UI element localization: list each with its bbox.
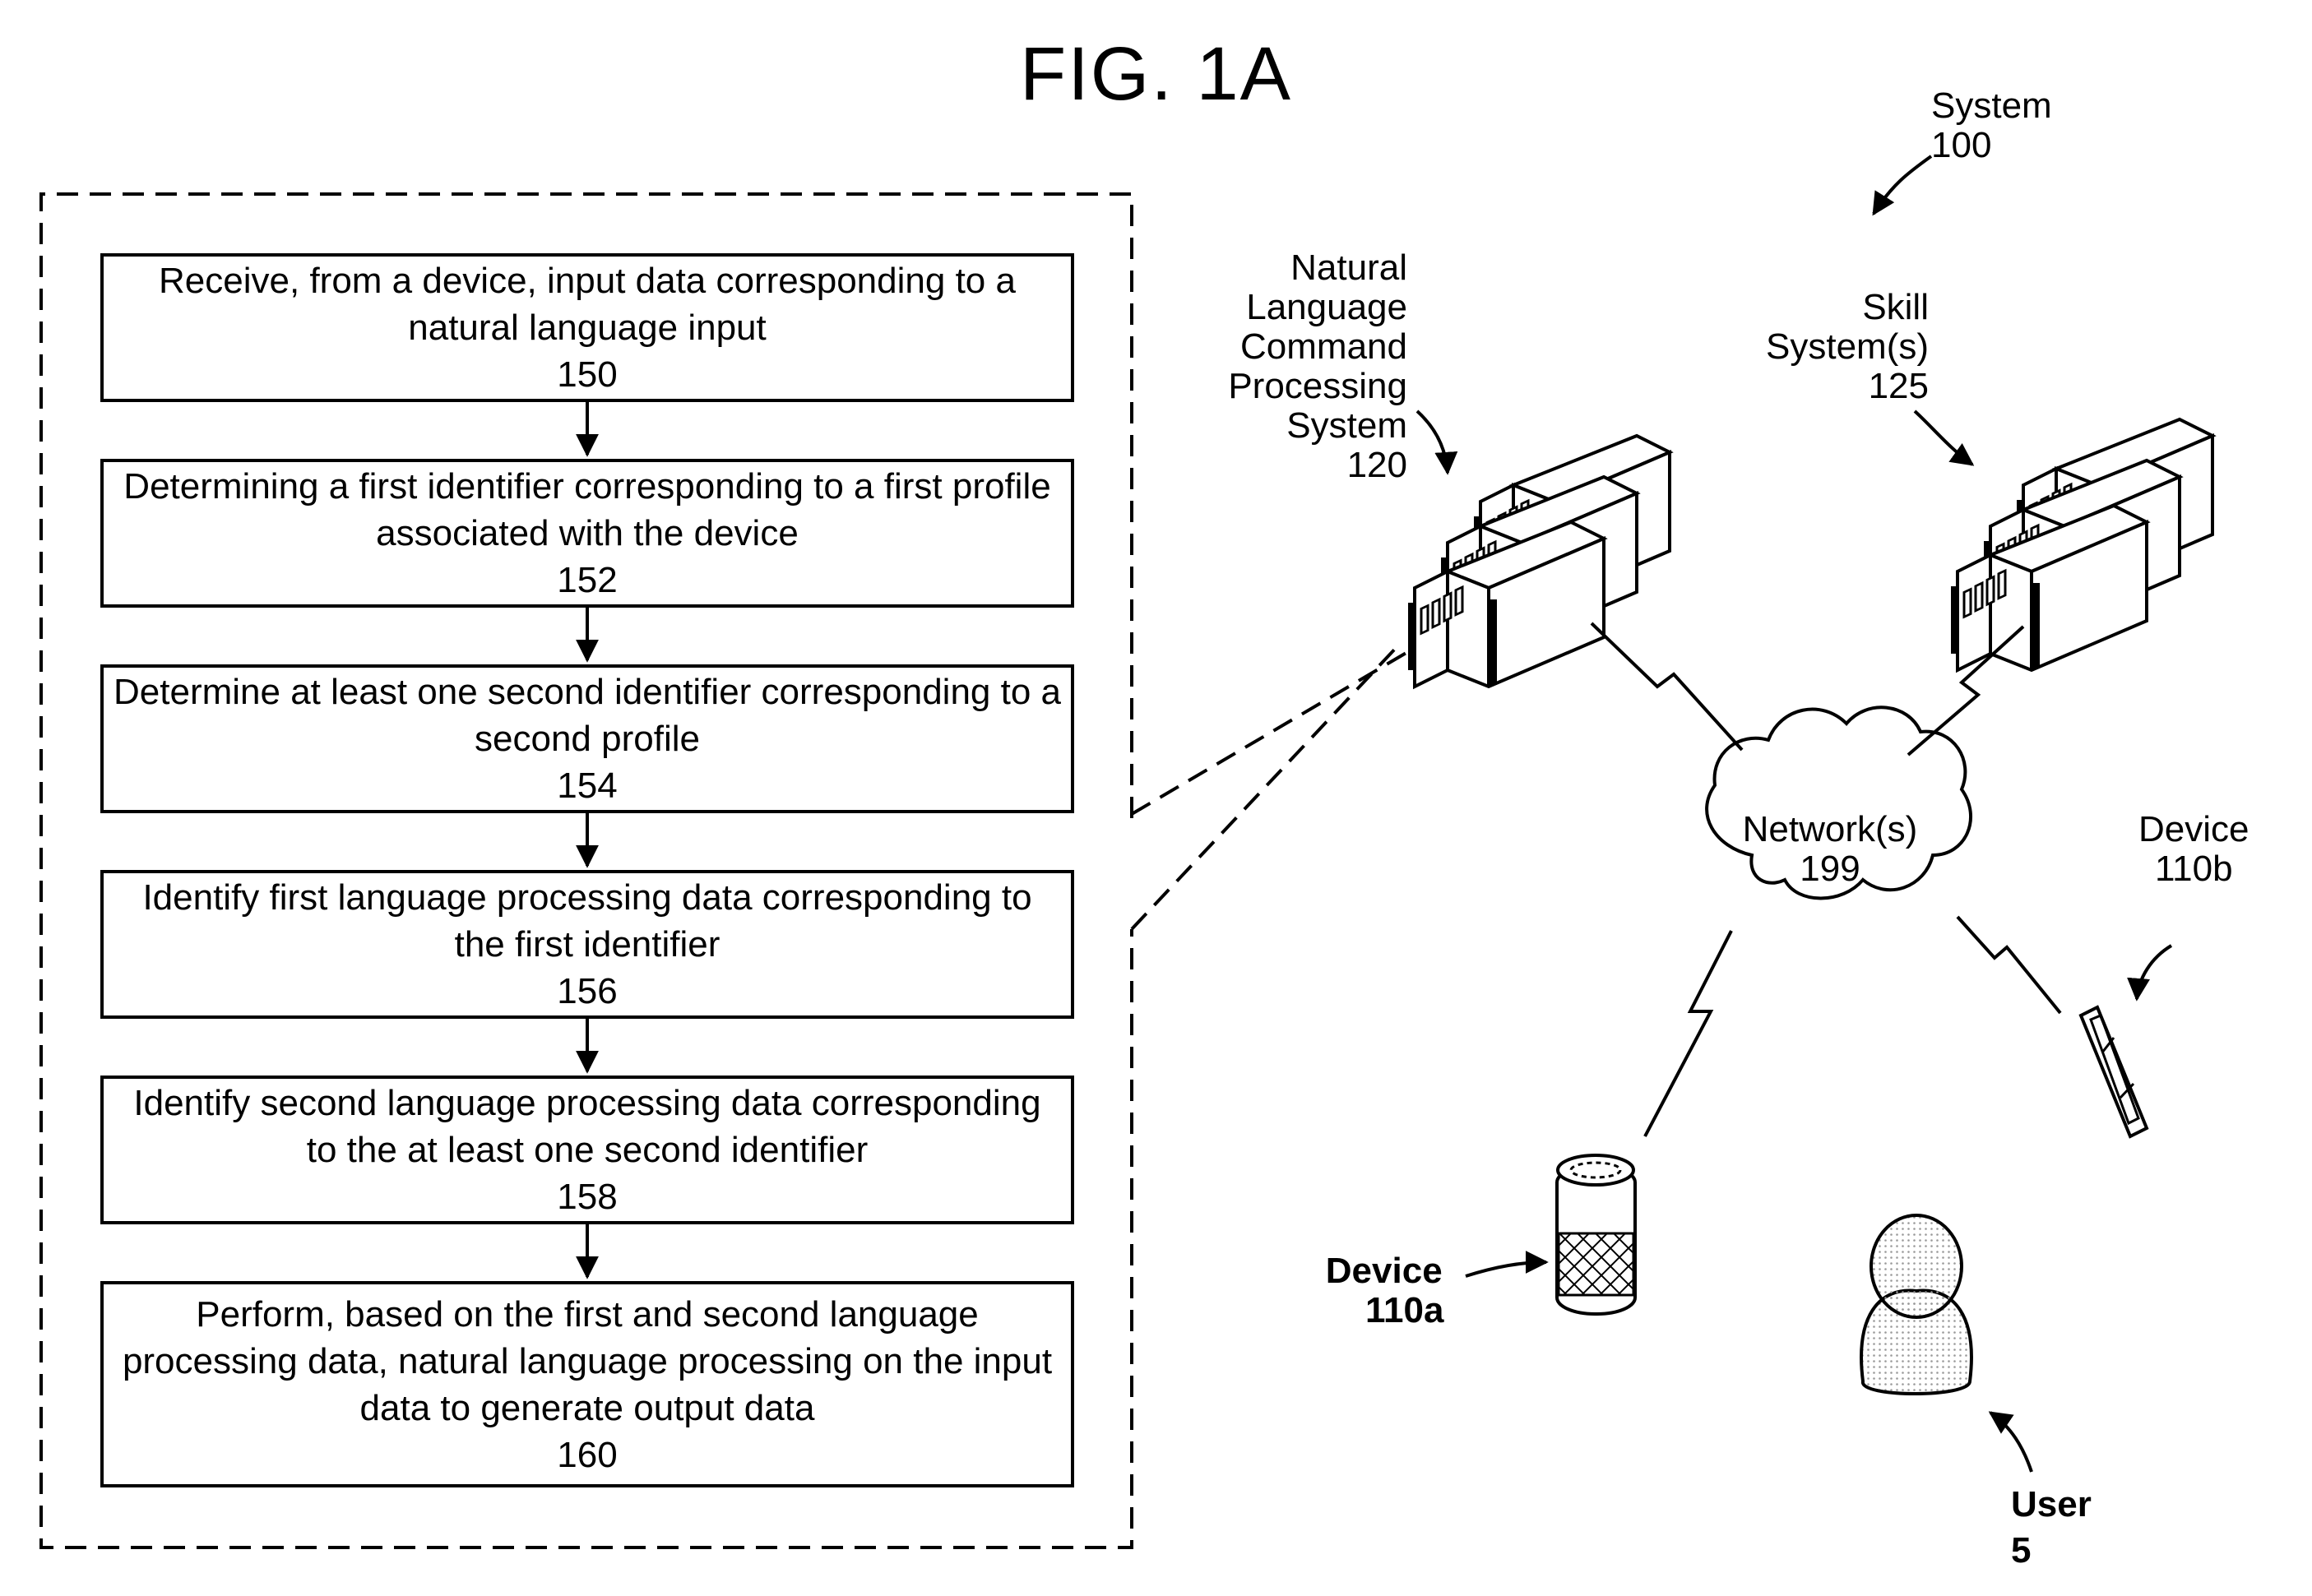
step-158-text: Identify second language processing data… [133, 1083, 1041, 1170]
skill-system-label: Skill System(s) 125 [1766, 287, 1929, 406]
device-110b-arrow [2127, 944, 2173, 1002]
system-arrow [1872, 155, 1933, 216]
skill-server-stack-icon [1954, 419, 2212, 670]
step-156-box: Identify first language processing data … [100, 870, 1074, 1019]
step-160-number: 160 [557, 1434, 618, 1475]
step-156-text: Identify first language processing data … [142, 877, 1032, 965]
figure-title: FIG. 1A [1020, 32, 1292, 116]
flowchart-dashed-boundary [39, 192, 1133, 1549]
step-154-text: Determine at least one second identifier… [114, 672, 1062, 759]
nlp-system-arrow [1415, 409, 1458, 475]
step-150-text: Receive, from a device, input data corre… [159, 261, 1016, 348]
device-110b-tablet-icon [2078, 1005, 2149, 1139]
network-label: Network(s) 199 [1742, 809, 1918, 889]
step-152-number: 152 [557, 560, 618, 600]
step-150-number: 150 [557, 354, 618, 395]
step-154-number: 154 [557, 766, 618, 806]
nlp-system-label: Natural Language Command Processing Syst… [1228, 247, 1407, 485]
step-158-box: Identify second language processing data… [100, 1076, 1074, 1224]
step-158-number: 158 [557, 1177, 618, 1217]
system-label: System 100 [1931, 86, 2052, 165]
step-156-number: 156 [557, 971, 618, 1011]
step-154-box: Determine at least one second identifier… [100, 664, 1074, 813]
nlp-server-stack-icon [1411, 436, 1670, 687]
network-cloud-icon [1705, 705, 1972, 900]
device-110a-speaker-icon [1555, 1154, 1637, 1316]
device-110a-arrow [1465, 1251, 1549, 1278]
step-150-box: Receive, from a device, input data corre… [100, 253, 1074, 402]
skill-system-arrow [1913, 409, 1975, 466]
device-110a-label: Device 110a [1325, 1251, 1444, 1330]
user-arrow [1988, 1411, 2033, 1473]
step-152-box: Determining a first identifier correspon… [100, 459, 1074, 608]
dashed-connector-upper [1130, 636, 1434, 816]
link-network-device-a [1643, 930, 1733, 1137]
step-160-text: Perform, based on the first and second l… [122, 1293, 1053, 1428]
user-person-icon [1860, 1214, 1973, 1395]
network-links [1590, 622, 2062, 1137]
link-skill-network [1907, 625, 2025, 756]
user-label: User 5 [2011, 1484, 2092, 1571]
dashed-connector-lower [1130, 644, 1400, 931]
link-nlp-network [1590, 622, 1744, 752]
step-160-box: Perform, based on the first and second l… [100, 1281, 1074, 1487]
step-152-text: Determining a first identifier correspon… [123, 466, 1051, 553]
device-110b-label: Device 110b [2138, 809, 2249, 889]
link-network-device-b [1956, 915, 2062, 1015]
